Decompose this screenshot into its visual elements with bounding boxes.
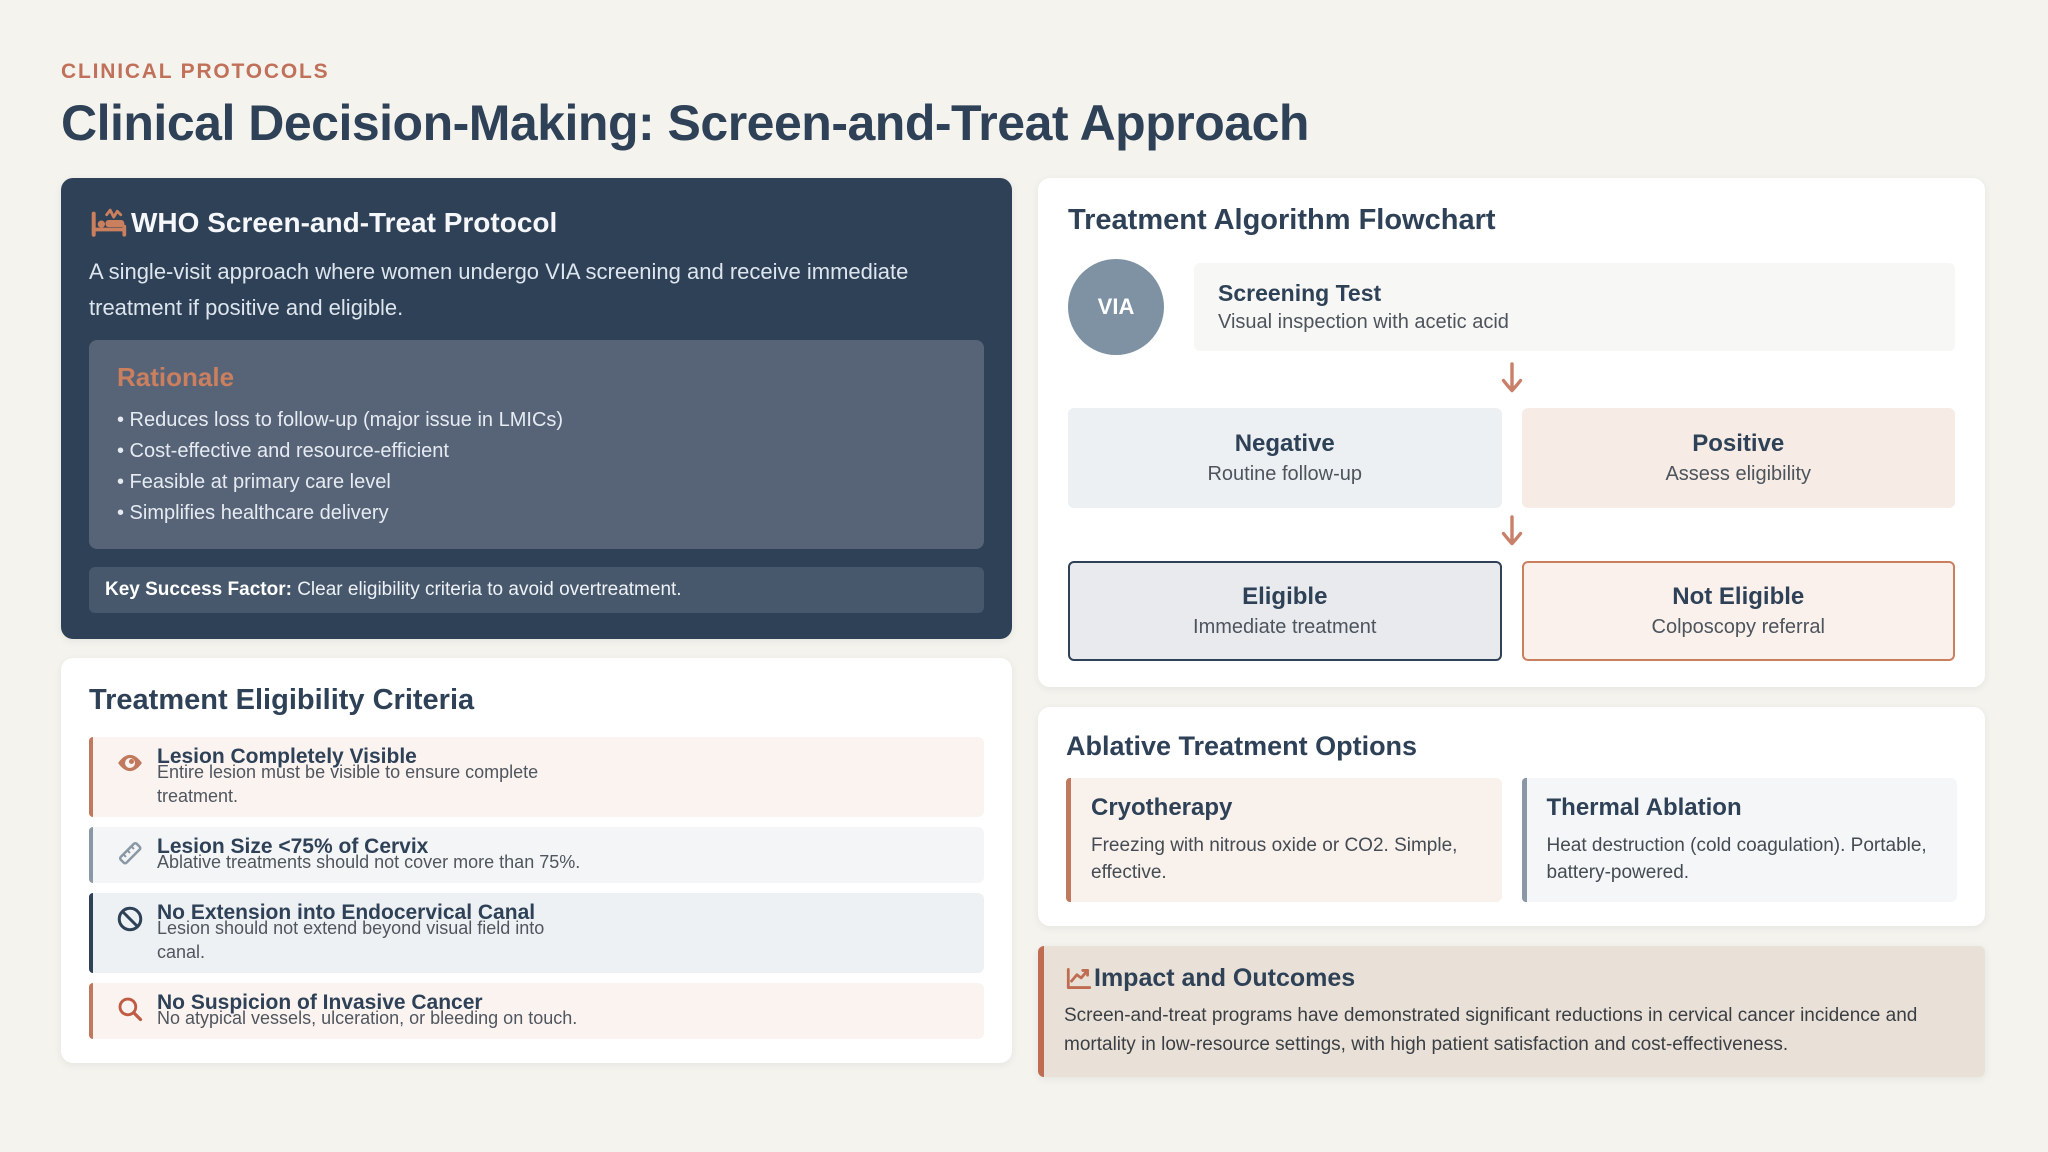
option-cryotherapy: Cryotherapy Freezing with nitrous oxide … [1066,778,1502,902]
flow-arrow-2 [1068,508,1955,561]
item-title: Lesion Size <75% of Cervix [157,835,429,858]
list-item-text: No Extension into Endocervical Canal Les… [157,900,597,964]
not-eligible-title: Not Eligible [1672,583,1805,610]
rationale-bullet: • Simplifies healthcare delivery [117,502,389,524]
search-icon [115,994,145,1024]
flowchart-card: Treatment Algorithm Flowchart VIA Screen… [1038,178,1985,687]
rationale-bullet: • Reduces loss to follow-up (major issue… [117,409,564,431]
flow-result-row: Negative Routine follow-up Positive Asse… [1068,408,1955,508]
list-item-text: No Suspicion of Invasive Cancer No atypi… [157,990,577,1030]
who-protocol-card: WHO Screen-and-Treat Protocol A single-v… [61,178,1012,639]
item-title: No Extension into Endocervical Canal [157,901,536,924]
impact-text: Screen-and-treat programs have demonstra… [1064,1005,1918,1055]
eligible-title: Eligible [1242,583,1328,610]
eligibility-list: Lesion Completely Visible Entire lesion … [89,737,984,1039]
item-description: No atypical vessels, ulceration, or blee… [157,1008,578,1028]
impact-header: Impact and Outcomes [1064,964,1961,993]
key-success-label: Key Success Factor: [105,579,292,600]
item-title: Lesion Completely Visible [157,745,417,768]
item-description: Entire lesion must be visible to ensure … [157,762,539,806]
ablative-options-row: Cryotherapy Freezing with nitrous oxide … [1066,778,1957,902]
item-title: No Suspicion of Invasive Cancer [157,991,483,1014]
list-item-text: Lesion Size <75% of Cervix Ablative trea… [157,834,580,874]
flow-box-negative: Negative Routine follow-up [1068,408,1502,508]
key-success-text: Clear eligibility criteria to avoid over… [291,579,682,600]
key-success-note: Key Success Factor: Clear eligibility cr… [89,567,984,613]
eligibility-title: Treatment Eligibility Criteria [89,684,475,716]
positive-title: Positive [1692,430,1785,457]
patient-bed-icon [89,206,129,240]
option-title: Cryotherapy [1091,794,1233,821]
flowchart-title: Treatment Algorithm Flowchart [1068,204,1496,236]
list-item-no-invasion: No Suspicion of Invasive Cancer No atypi… [89,983,984,1039]
screening-test-title: Screening Test [1218,280,1382,306]
left-column: WHO Screen-and-Treat Protocol A single-v… [61,178,1012,1077]
screening-test-box: Screening Test Visual inspection with ac… [1194,263,1955,351]
option-title: Thermal Ablation [1546,794,1742,821]
who-card-header: WHO Screen-and-Treat Protocol [89,206,984,240]
ablative-options-card: Ablative Treatment Options Cryotherapy F… [1038,707,1985,926]
rationale-title: Rationale [117,362,235,392]
right-column: Treatment Algorithm Flowchart VIA Screen… [1038,178,1985,1077]
flow-arrow-1 [1068,355,1955,408]
screening-test-subtitle: Visual inspection with acetic acid [1218,311,1509,333]
flow-box-positive: Positive Assess eligibility [1521,408,1955,508]
rationale-list: • Reduces loss to follow-up (major issue… [117,405,956,529]
via-badge: VIA [1068,259,1164,355]
option-thermal-ablation: Thermal Ablation Heat destruction (cold … [1521,778,1957,902]
rationale-bullet: • Feasible at primary care level [117,471,391,493]
eligibility-card: Treatment Eligibility Criteria Lesion Co… [61,658,1012,1063]
list-item-text: Lesion Completely Visible Entire lesion … [157,744,597,808]
impact-outcomes-card: Impact and Outcomes Screen-and-treat pro… [1038,946,1985,1077]
list-item-lesion-visible: Lesion Completely Visible Entire lesion … [89,737,984,817]
arrow-down-icon [1501,515,1522,546]
rationale-panel: Rationale • Reduces loss to follow-up (m… [89,340,984,549]
flow-box-eligible: Eligible Immediate treatment [1068,561,1502,661]
flow-box-not-eligible: Not Eligible Colposcopy referral [1521,561,1955,661]
list-item-lesion-size: Lesion Size <75% of Cervix Ablative trea… [89,827,984,883]
ablative-title: Ablative Treatment Options [1066,731,1418,761]
slide: CLINICAL PROTOCOLS Clinical Decision-Mak… [61,60,1985,1077]
content-columns: WHO Screen-and-Treat Protocol A single-v… [61,178,1985,1077]
item-description: Lesion should not extend beyond visual f… [157,918,545,962]
impact-title: Impact and Outcomes [1094,964,1356,992]
negative-title: Negative [1234,430,1335,457]
flow-eligibility-row: Eligible Immediate treatment Not Eligibl… [1068,561,1955,661]
eligible-subtitle: Immediate treatment [1193,616,1377,638]
positive-subtitle: Assess eligibility [1665,463,1812,485]
eye-icon [115,748,145,778]
rationale-bullet: • Cost-effective and resource-efficient [117,440,449,462]
not-eligible-subtitle: Colposcopy referral [1651,616,1825,638]
who-card-description: A single-visit approach where women unde… [89,259,909,320]
flow-step-screening: VIA Screening Test Visual inspection wit… [1068,259,1955,355]
line-chart-icon [1064,966,1094,992]
arrow-down-icon [1501,362,1522,393]
ban-icon [115,904,145,934]
item-description: Ablative treatments should not cover mor… [157,852,581,872]
page-title: Clinical Decision-Making: Screen-and-Tre… [61,95,1309,151]
eyebrow-label: CLINICAL PROTOCOLS [61,60,330,83]
option-description: Freezing with nitrous oxide or CO2. Simp… [1091,835,1458,883]
option-description: Heat destruction (cold coagulation). Por… [1546,835,1927,883]
ruler-icon [115,838,145,868]
list-item-no-extension: No Extension into Endocervical Canal Les… [89,893,984,973]
who-card-title: WHO Screen-and-Treat Protocol [131,207,558,238]
negative-subtitle: Routine follow-up [1207,463,1363,485]
